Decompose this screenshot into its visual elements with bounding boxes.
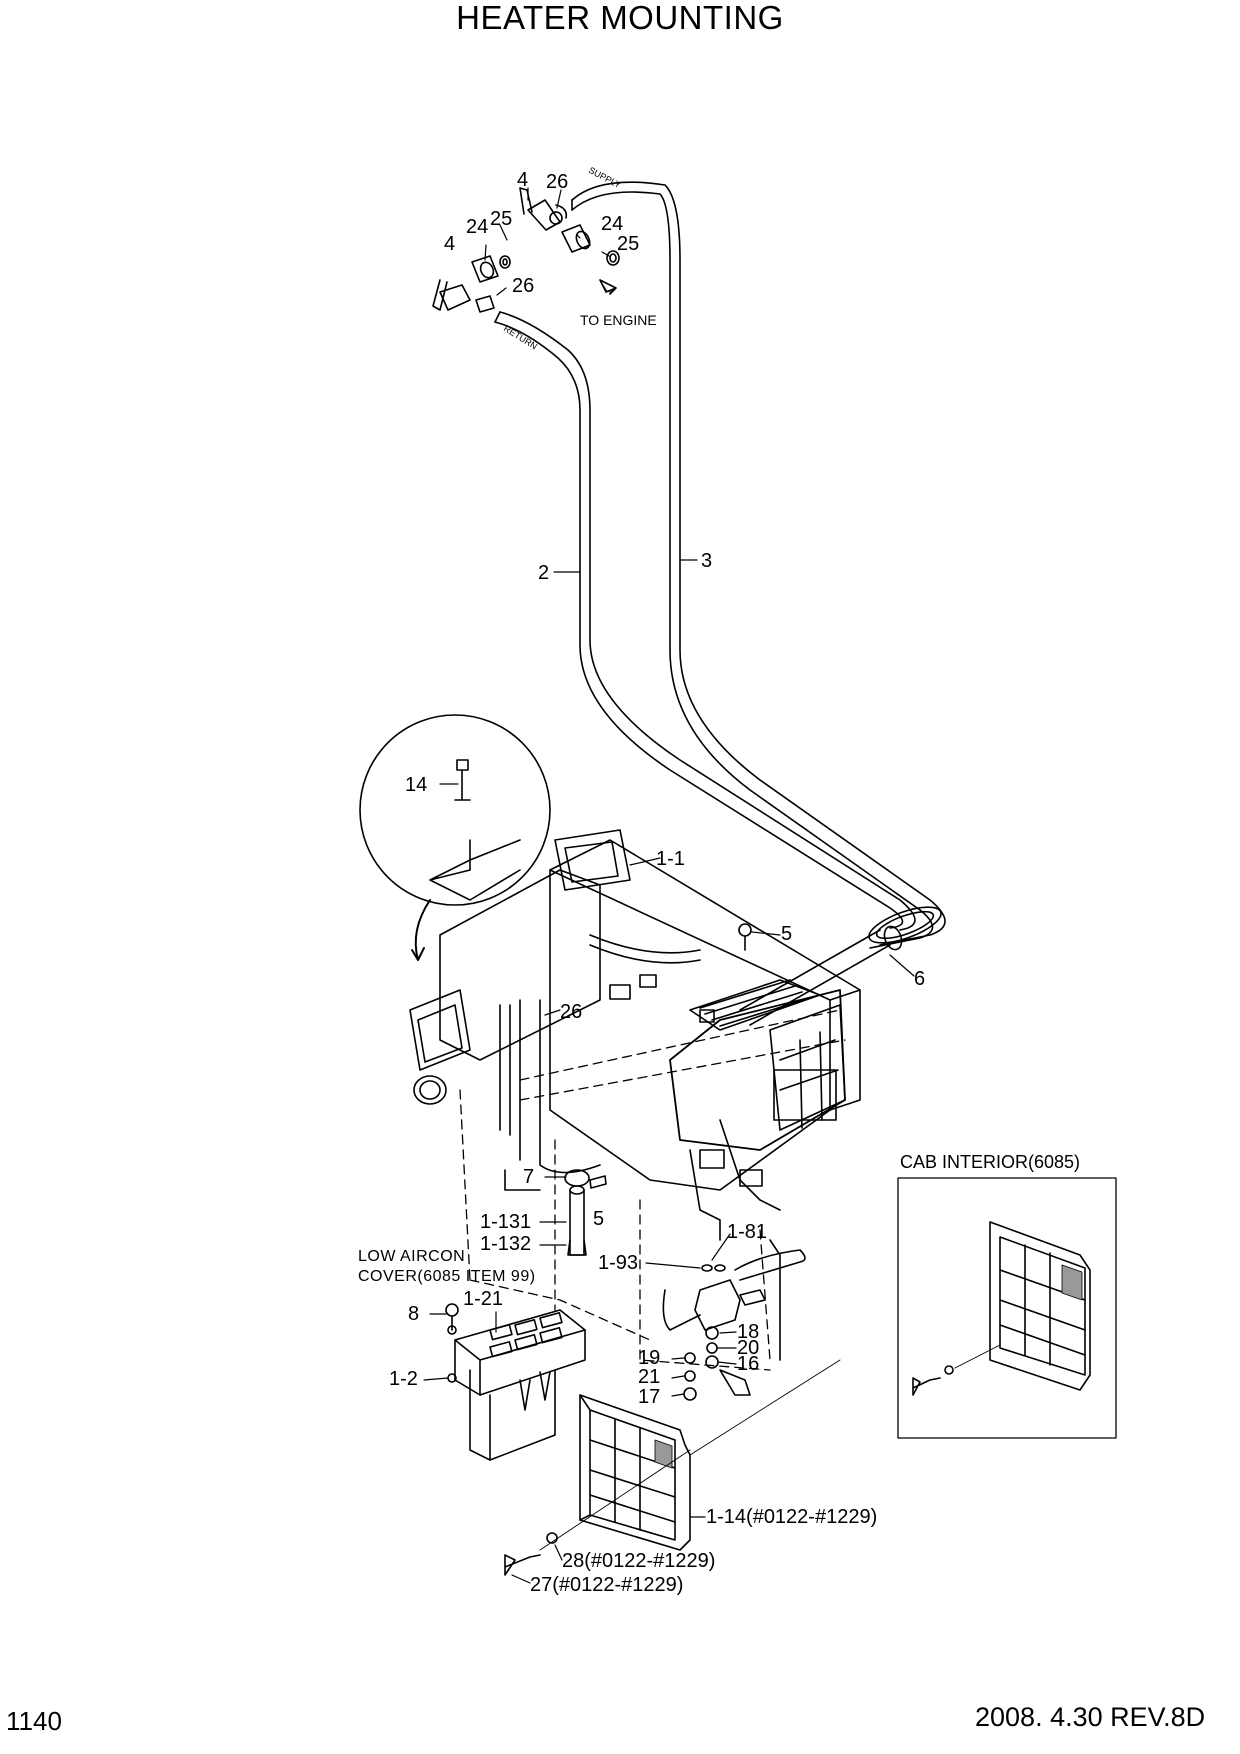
low-aircon-note-line2: COVER(6085 ITEM 99): [358, 1268, 536, 1285]
cab-interior-box: [897, 1177, 1117, 1439]
callout-1-21: 1-21: [463, 1288, 503, 1310]
bolt-5-lower: [589, 1175, 607, 1189]
callout-26: 26: [546, 171, 568, 193]
detail-circle: [359, 714, 551, 961]
callout-27: 27(#0122-#1229): [530, 1574, 683, 1596]
hose-3: [571, 181, 946, 949]
callout-1-14: 1-14(#0122-#1229): [706, 1506, 877, 1528]
page-title: HEATER MOUNTING: [456, 0, 784, 36]
callout-26: 26: [560, 1001, 582, 1023]
callout-18: 18: [737, 1321, 759, 1343]
callout-7: 7: [523, 1166, 534, 1188]
upper-valve-group: [519, 187, 620, 295]
callout-25: 25: [617, 233, 639, 255]
callout-1-93: 1-93: [598, 1252, 638, 1274]
callout-8: 8: [408, 1303, 419, 1325]
callout-17: 17: [638, 1386, 660, 1408]
callout-6: 6: [914, 968, 925, 990]
callout-4: 4: [517, 169, 528, 191]
callout-2: 2: [538, 562, 549, 584]
notes: TO ENGINE RETURN SUPPLY LOW AIRCON COVER…: [358, 165, 1080, 1285]
callout-4: 4: [444, 233, 455, 255]
callout-1-131: 1-131: [480, 1211, 531, 1233]
valve-assembly-bottom: [662, 1239, 806, 1401]
callout-20: 20: [737, 1337, 759, 1359]
cab-interior-label: CAB INTERIOR(6085): [900, 1152, 1080, 1172]
revision-stamp: 2008. 4.30 REV.8D: [975, 1702, 1206, 1732]
dashed-leaders: [459, 1009, 846, 1371]
callout-25: 25: [490, 208, 512, 230]
heater-unit-body: [409, 829, 861, 1241]
hose-2: [494, 311, 916, 931]
return-hose-label: RETURN: [502, 323, 539, 351]
bolt-5-upper: [738, 923, 752, 951]
callout-24: 24: [601, 213, 623, 235]
callout-leaders: [423, 187, 915, 1584]
callout-26: 26: [512, 275, 534, 297]
drain-pipe: [504, 1169, 590, 1256]
callout-14: 14: [405, 774, 427, 796]
lower-valve-group: [432, 255, 511, 313]
to-engine-note: TO ENGINE: [580, 312, 657, 328]
callout-1-81: 1-81: [727, 1221, 767, 1243]
callout-1-132: 1-132: [480, 1233, 531, 1255]
supply-hose-label: SUPPLY: [587, 165, 622, 190]
callout-19: 19: [638, 1347, 660, 1369]
callout-3: 3: [701, 550, 712, 572]
callout-21: 21: [638, 1366, 660, 1388]
callout-1-2: 1-2: [389, 1368, 418, 1390]
callout-5: 5: [781, 923, 792, 945]
callout-5: 5: [593, 1208, 604, 1230]
callout-28: 28(#0122-#1229): [562, 1550, 715, 1572]
page-number: 1140: [6, 1706, 62, 1736]
callout-1-1: 1-1: [656, 848, 685, 870]
callout-labels: 4 26 25 24 4 24 25 26 2 3 14 1-1 5 6 26 …: [389, 169, 925, 1596]
callout-16: 16: [737, 1353, 759, 1375]
grille-cover: [504, 1359, 841, 1576]
low-aircon-note-line1: LOW AIRCON: [358, 1248, 465, 1265]
callout-24: 24: [466, 216, 488, 238]
control-panel: [445, 1303, 586, 1461]
